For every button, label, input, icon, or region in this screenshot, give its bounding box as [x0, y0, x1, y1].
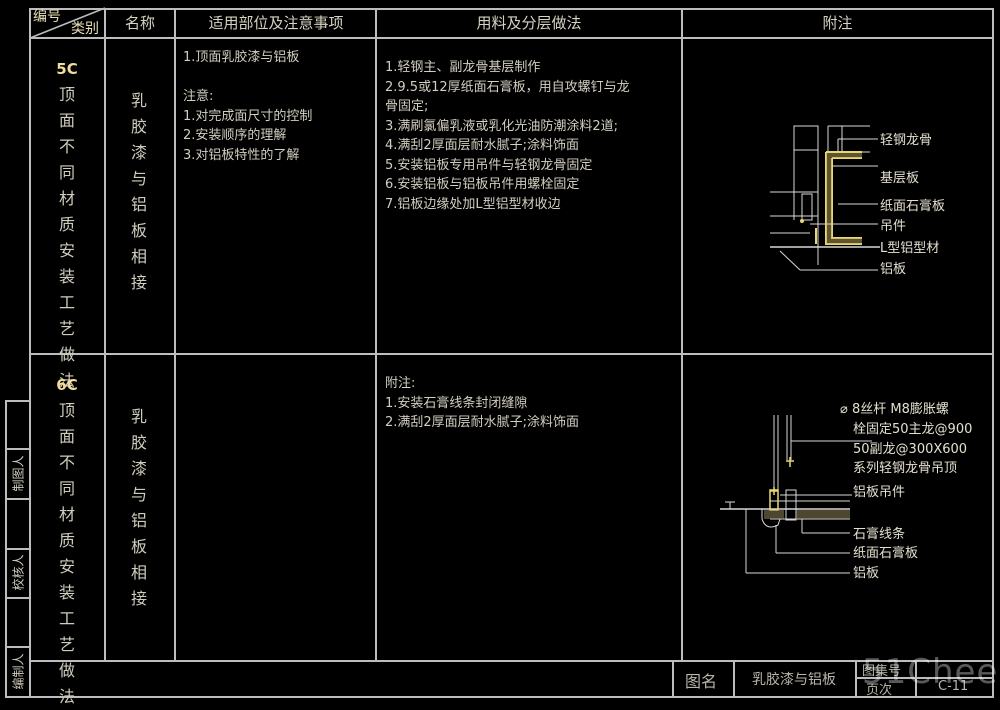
- label-light-steel-keel: 轻钢龙骨: [880, 133, 932, 148]
- border-left: [29, 8, 31, 698]
- label-gypsum-board: 纸面石膏板: [880, 198, 945, 214]
- row-divider: [30, 353, 994, 355]
- row-6c-material: 附注: 1.安装石膏线条封闭缝隙 2.满刮2厚面层耐水腻子;涂料饰面: [385, 376, 580, 430]
- col-line-1: [104, 8, 106, 660]
- row-6c-name: 乳 胶 漆 与 铝 板 相 接: [130, 407, 147, 608]
- compiler-label: 编制人: [11, 653, 26, 690]
- border-right: [992, 8, 994, 698]
- col-line-3: [375, 8, 377, 660]
- header-scope: 适用部位及注意事项: [208, 14, 344, 32]
- row-5c-category: 5C 顶 面 不 同 材 质 安 装 工 艺 做 法: [44, 56, 90, 394]
- label-aluminum-panel: 铝板: [853, 566, 879, 581]
- footer-top: [30, 660, 994, 662]
- label-l-profile: L型铝型材: [880, 241, 939, 256]
- corner-label-top: 编号: [33, 9, 61, 25]
- footer-col-2: [733, 660, 735, 697]
- watermark: 51Cheese: [862, 652, 1000, 692]
- col-line-2: [174, 8, 176, 660]
- label-rod-spec-3: 50副龙@300X600: [853, 442, 967, 457]
- strip-div-5: [5, 646, 30, 648]
- label-hanger: 吊件: [880, 219, 906, 234]
- row-5c-scope: 1.顶面乳胶漆与铝板 注意: 1.对完成面尺寸的控制 2.安装顺序的理解 3.对…: [183, 50, 313, 163]
- label-base-board: 基层板: [880, 171, 919, 186]
- footer-split: [855, 677, 994, 679]
- label-rod-spec-4: 系列轻钢龙骨吊顶: [853, 461, 957, 476]
- row-code: 6C: [56, 376, 78, 394]
- header-notes: 附注: [822, 14, 853, 32]
- row-5c-material: 1.轻钢主、副龙骨基层制作 2.9.5或12厚纸面石膏板，用自攻螺钉与龙 骨固定…: [385, 60, 630, 212]
- drawing-name: 乳胶漆与铝板: [752, 672, 836, 688]
- row-code: 5C: [56, 60, 78, 78]
- strip-div-2: [5, 498, 30, 500]
- row-6c-category: 6C 顶 面 不 同 材 质 安 装 工 艺 做 法: [44, 372, 90, 710]
- page-number: C-11: [938, 679, 969, 694]
- strip-div-4: [5, 597, 30, 599]
- header-material: 用料及分层做法: [476, 14, 582, 32]
- set-number-label: 图集号: [862, 664, 902, 679]
- border-top: [30, 8, 994, 10]
- label-gypsum-board: 纸面石膏板: [853, 545, 918, 561]
- drafter-label: 制图人: [11, 455, 26, 492]
- row-6c-section-drawing: ⌀ 8丝杆 M8膨胀螺 栓固定50主龙@900 50副龙@300X600 系列轻…: [720, 402, 972, 581]
- border-bottom: [5, 696, 994, 698]
- header-name: 名称: [124, 14, 155, 32]
- strip-div-3: [5, 548, 30, 550]
- label-rod-spec-2: 栓固定50主龙@900: [853, 422, 972, 437]
- page-label: 页次: [866, 683, 893, 698]
- row-5c-section-drawing: 轻钢龙骨 基层板 纸面石膏板 吊件 L型铝型材 铝板: [770, 125, 945, 277]
- strip-top: [5, 400, 30, 402]
- corner-label-bottom: 类别: [71, 21, 99, 37]
- label-gypsum-moulding: 石膏线条: [853, 526, 905, 542]
- header-divider: [30, 37, 994, 39]
- label-panel-hanger: 铝板吊件: [853, 485, 905, 500]
- strip-div-1: [5, 448, 30, 450]
- col-line-4: [681, 8, 683, 660]
- footer-col-1: [672, 660, 674, 697]
- label-rod-spec-1: ⌀ 8丝杆 M8膨胀螺: [840, 402, 949, 417]
- corner-diagonal: [29, 7, 106, 39]
- row-5c-name: 乳 胶 漆 与 铝 板 相 接: [130, 91, 147, 292]
- label-aluminum-panel: 铝板: [880, 262, 906, 277]
- checker-label: 校核人: [11, 554, 26, 591]
- drawing-name-label: 图名: [685, 672, 718, 691]
